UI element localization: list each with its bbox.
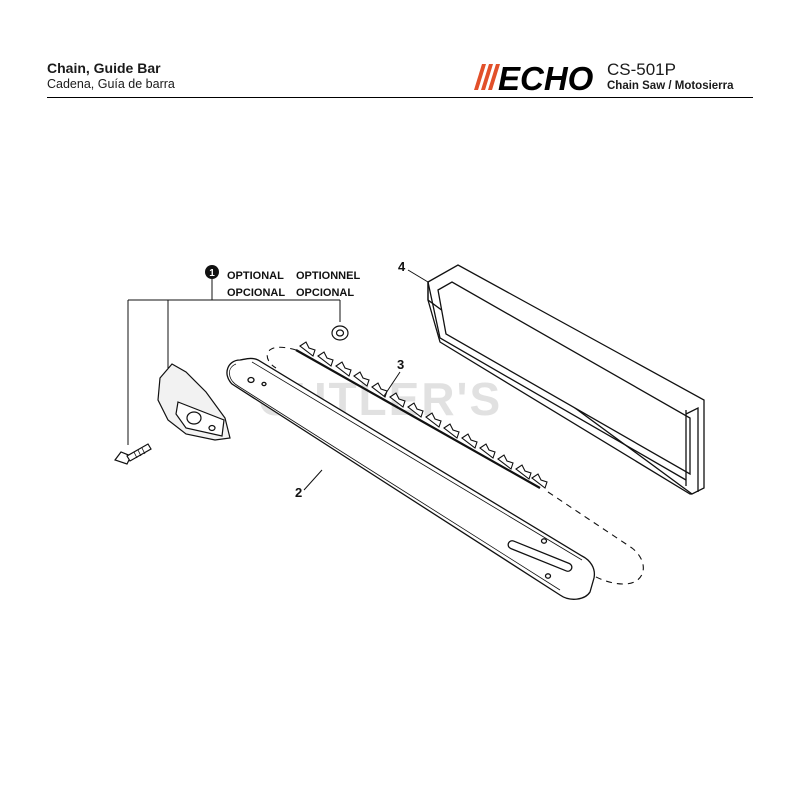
bar-guard-part	[157, 363, 231, 441]
bolt-part	[114, 443, 152, 465]
echo-logo: ECHO	[474, 60, 594, 96]
optional-label-fr: OPTIONNEL	[296, 270, 360, 282]
optional-label-es2: OPCIONAL	[296, 287, 354, 299]
optional-label-en: OPTIONAL	[227, 270, 284, 282]
optional-callout: 1 OPTIONAL OPTIONNEL OPCIONAL OPCIONAL	[127, 265, 360, 445]
nut-part	[331, 325, 349, 341]
chain-part	[266, 341, 644, 585]
page-subtitle: Cadena, Guía de barra	[47, 77, 175, 91]
chain-case-part	[427, 264, 705, 495]
optional-marker-circle	[205, 265, 219, 279]
part-callouts: 4 3 2	[295, 259, 429, 500]
optional-label-es: OPCIONAL	[227, 287, 285, 299]
guide-bar-part	[226, 357, 596, 600]
optional-marker-number: 1	[209, 268, 215, 279]
model-description: Chain Saw / Motosierra	[607, 80, 734, 92]
part-number-3: 3	[397, 357, 404, 372]
part-number-2: 2	[295, 485, 302, 500]
model-number: CS-501P	[607, 60, 676, 79]
optional-leader-lines	[127, 279, 341, 445]
logo-text: ECHO	[498, 60, 594, 96]
part-number-4: 4	[398, 259, 406, 274]
logo-stripes	[474, 64, 500, 90]
page-title: Chain, Guide Bar	[47, 60, 161, 76]
header-rule	[47, 97, 753, 98]
